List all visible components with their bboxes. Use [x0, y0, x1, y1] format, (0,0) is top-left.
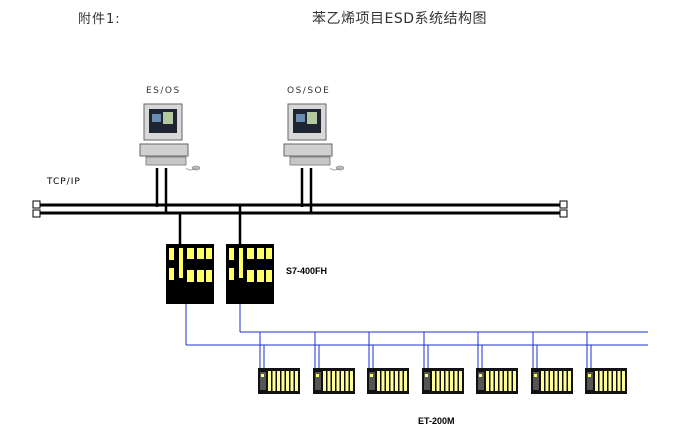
os-soe-workstation-icon [283, 103, 345, 171]
diagram-title: 苯乙烯项目ESD系统结构图 [312, 11, 488, 27]
profibus-lines [185, 304, 648, 346]
et-200m-station [476, 332, 518, 394]
tcp-ip-label: TCP/IP [47, 177, 81, 187]
tcp-ip-bus [32, 200, 568, 218]
et-200m-station [367, 332, 409, 394]
controller-drop-lines [178, 205, 242, 245]
workstation-drop-lines [155, 168, 313, 214]
et-200m-station [422, 332, 464, 394]
et-200m-label: ET-200M [418, 416, 455, 426]
es-os-label: ES/OS [146, 86, 181, 96]
s7-400fh-label: S7-400FH [286, 266, 328, 276]
et-200m-stations [258, 332, 627, 394]
et-200m-station [258, 332, 300, 394]
et-200m-station [531, 332, 573, 394]
et-200m-station [585, 332, 627, 394]
attachment-label: 附件1: [78, 12, 121, 27]
et-200m-station [313, 332, 355, 394]
s7-400fh-rack-a [166, 244, 214, 304]
es-os-workstation-icon [139, 103, 201, 171]
s7-400fh-rack-b [226, 244, 274, 304]
os-soe-label: OS/SOE [287, 86, 331, 96]
